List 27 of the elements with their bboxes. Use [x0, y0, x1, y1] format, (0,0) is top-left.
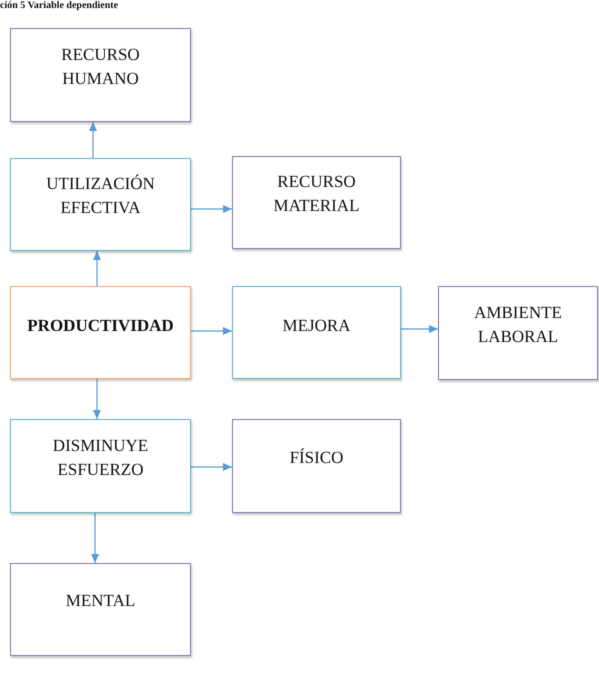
- arrow: [401, 325, 438, 333]
- box-label: FÍSICO: [290, 447, 344, 469]
- arrow: [191, 463, 232, 471]
- arrow: [191, 327, 232, 335]
- box-label: RECURSO MATERIAL: [272, 171, 360, 217]
- box-label: MEJORA: [282, 315, 350, 337]
- diagram-title: ción 5 Variable dependiente: [0, 0, 118, 12]
- arrow: [89, 122, 97, 158]
- arrow: [91, 513, 99, 563]
- process-box: [232, 286, 401, 379]
- process-box: [10, 419, 191, 513]
- process-box: [10, 563, 191, 656]
- process-box: [232, 419, 401, 513]
- arrow: [93, 251, 101, 286]
- box-label: RECURSO HUMANO: [60, 44, 141, 90]
- process-box: [438, 286, 598, 380]
- box-label: UTILIZACIÓN EFECTIVA: [45, 173, 156, 219]
- box-label: DISMINUYE ESFUERZO: [52, 435, 150, 481]
- process-box: [10, 286, 191, 379]
- process-box: [10, 158, 191, 251]
- box-label: MENTAL: [66, 590, 136, 612]
- arrow: [93, 379, 101, 419]
- arrow: [191, 205, 232, 213]
- process-box: [232, 156, 401, 249]
- box-label: AMBIENTE LABORAL: [473, 302, 563, 348]
- box-label: PRODUCTIVIDAD: [27, 315, 174, 337]
- process-box: [10, 28, 191, 122]
